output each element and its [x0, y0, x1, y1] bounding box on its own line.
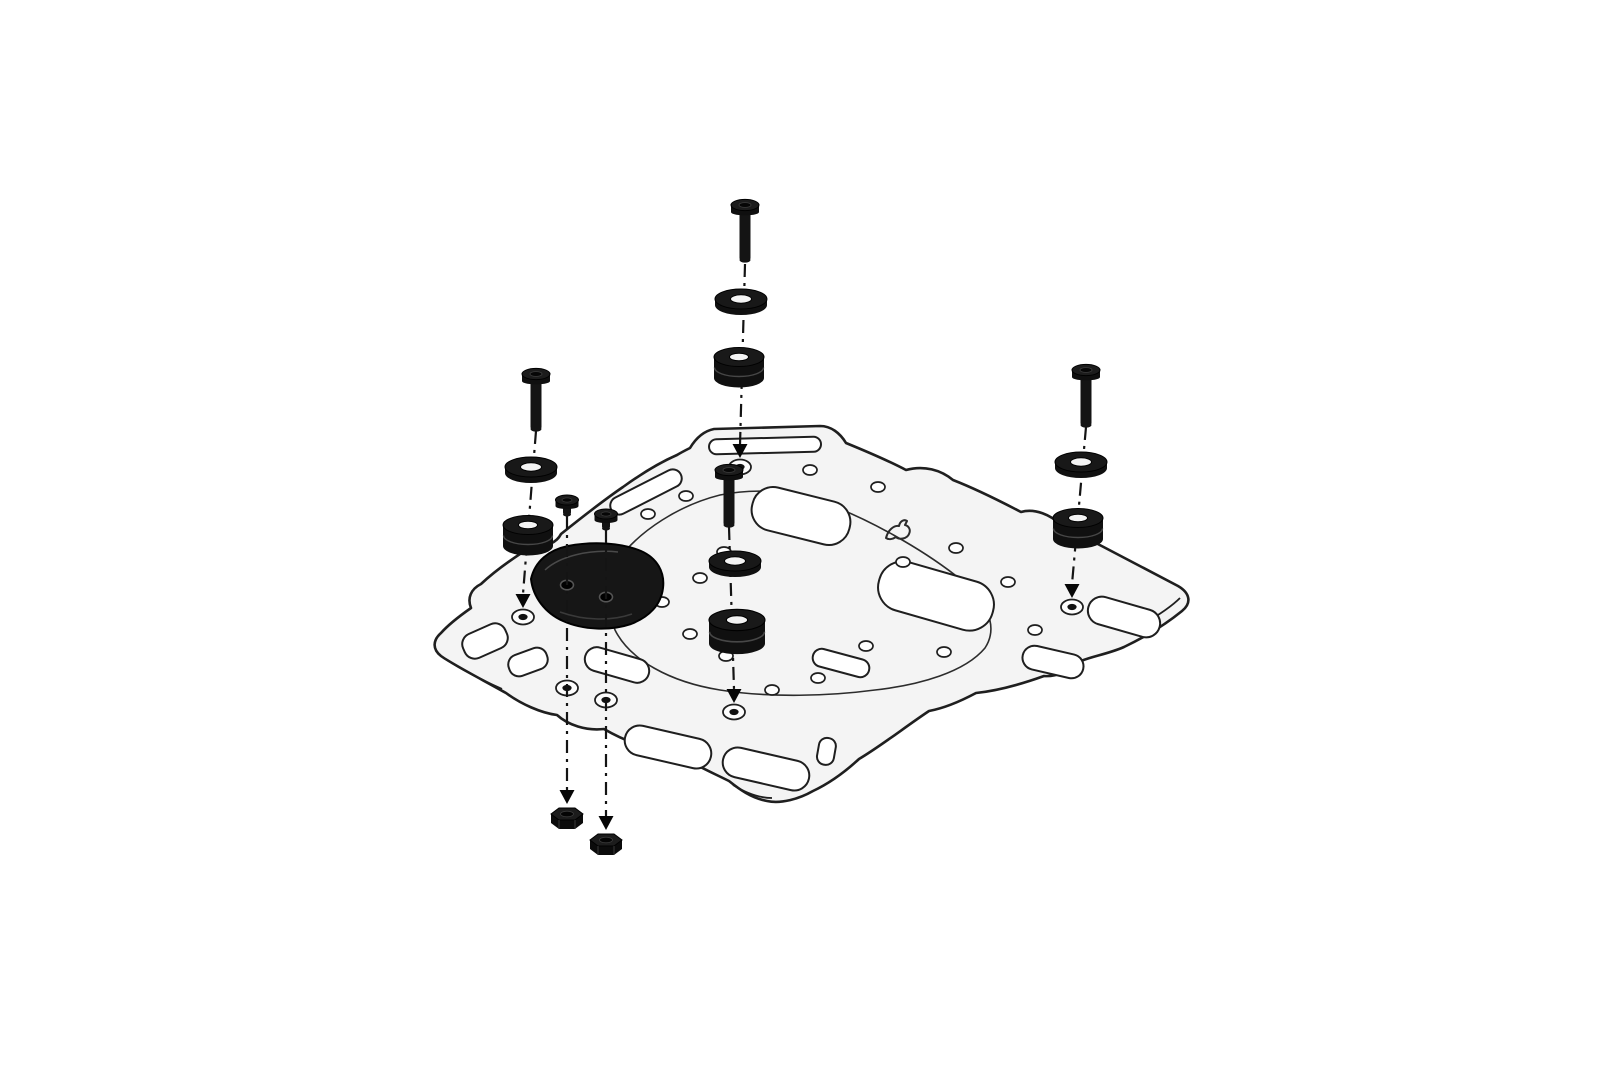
slot-top-handle [708, 435, 822, 456]
slot-right-tip [1086, 595, 1162, 639]
washer-icon [504, 456, 558, 484]
rubber-grommet-icon [708, 608, 766, 655]
plate-hole [640, 508, 656, 520]
edge-thickness-bottom [732, 784, 773, 799]
down-arrow-icon [559, 790, 575, 804]
plate-hole [936, 646, 952, 658]
rubber-grommet-icon [1052, 507, 1104, 550]
washer-icon [1054, 451, 1108, 479]
plate-hole [810, 672, 826, 684]
washer-icon [714, 288, 768, 316]
plate-hole [948, 542, 964, 554]
rubber-grommet-icon [713, 346, 765, 389]
plate-hole [678, 490, 694, 502]
rack-plate [433, 424, 1190, 804]
countersunk-screw-icon [1071, 363, 1101, 429]
plate-hole [870, 481, 886, 493]
slot-bottom-b [721, 746, 811, 792]
slot-bottom-a [623, 724, 713, 770]
plate-hole [802, 464, 818, 476]
washer-icon [708, 550, 762, 578]
countersunk-screw-icon [730, 198, 760, 264]
target-boss [722, 703, 746, 721]
plate-hole [1000, 576, 1016, 588]
adapter-bracket-bend-line [559, 611, 633, 620]
brand-logo-horse-icon [885, 519, 911, 541]
button-screw-icon [555, 494, 579, 517]
plate-hole [1027, 624, 1043, 636]
cutout-center-right [877, 560, 995, 632]
adapter-bracket-top-highlight [544, 550, 619, 571]
target-boss [511, 608, 535, 626]
inner-platform-contour [607, 490, 992, 697]
cutout-center-left [750, 486, 852, 546]
target-boss [1060, 598, 1084, 616]
plate-hole [858, 640, 874, 652]
slot-center-lower [811, 647, 871, 679]
plate-hole [764, 684, 780, 696]
slot-bottom-small [815, 736, 837, 766]
rubber-grommet-icon [502, 514, 554, 557]
down-arrow-icon [598, 816, 614, 830]
plate-hole [682, 628, 698, 640]
slot-left-tip-a [461, 622, 509, 660]
slot-left-tip-b [507, 646, 549, 678]
rack-plate-outline [433, 424, 1190, 804]
plate-hole [895, 556, 911, 568]
flange-nut-icon [589, 833, 623, 856]
slot-lower-right [1021, 644, 1085, 680]
flange-nut-icon [550, 807, 584, 830]
slot-below-bracket [583, 646, 651, 684]
edge-thickness-left [446, 659, 503, 690]
plate-hole [692, 572, 708, 584]
countersunk-screw-icon [521, 367, 551, 433]
assembly-axis-line-right [1070, 426, 1088, 585]
